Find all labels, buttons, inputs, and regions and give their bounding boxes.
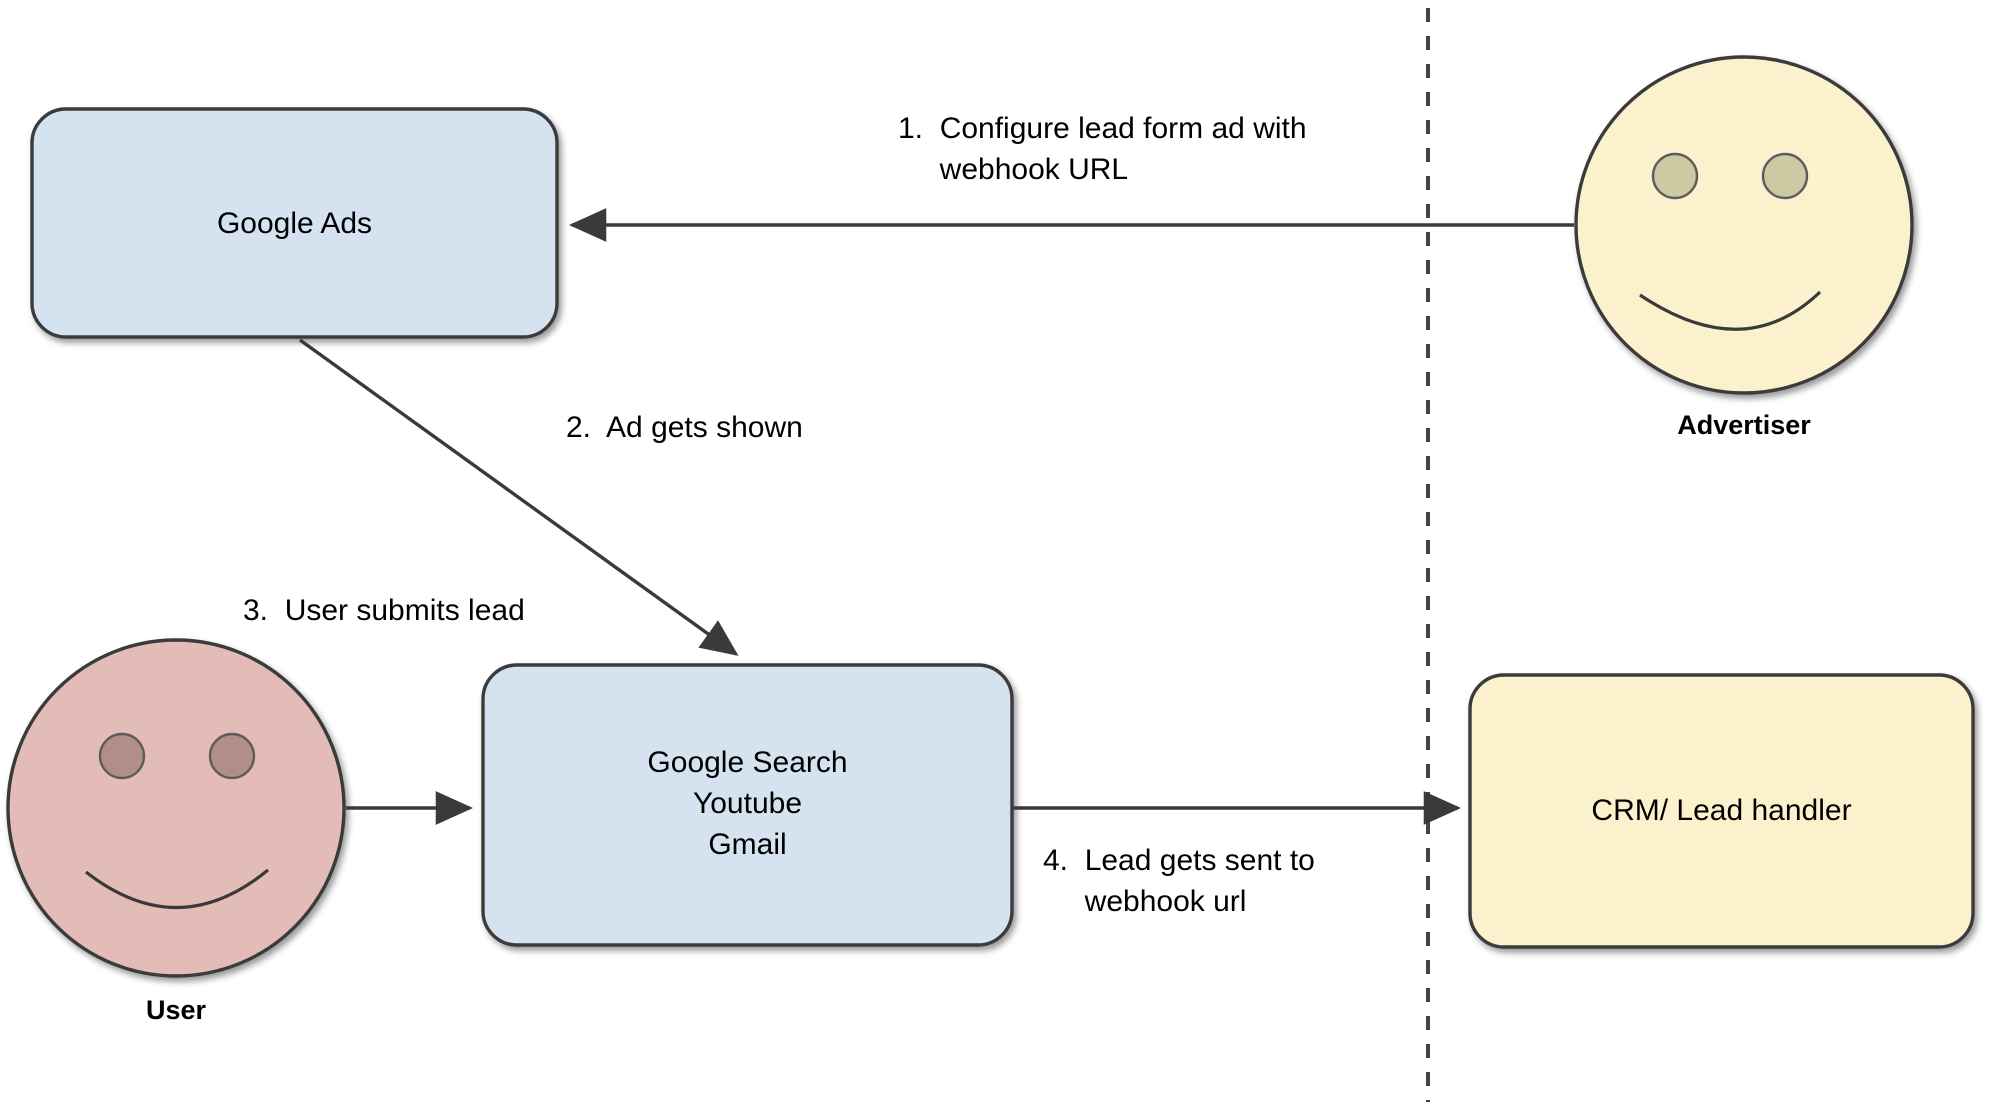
edge-step-3-label: 3. User submits lead [243,594,525,627]
advertiser-eye-right-icon [1761,152,1809,200]
advertiser-smile-icon [1639,290,1822,331]
advertiser-eye-left-icon [1651,152,1699,200]
node-google-properties[interactable] [481,663,1014,947]
edge-step-1-label: 1. Configure lead form ad with webhook U… [898,112,1307,186]
edge-step-4-label: 4. Lead gets sent to webhook url [1043,844,1315,918]
user-eye-left-icon [98,732,146,780]
node-advertiser-label: Advertiser [1677,410,1811,440]
node-user-label: User [145,995,207,1025]
user-eye-right-icon [208,732,256,780]
node-crm[interactable] [1468,673,1975,949]
node-advertiser[interactable] [1574,55,1914,395]
advertiser-face-icon [1574,55,1914,395]
node-user[interactable] [6,638,346,978]
user-face-icon [6,638,346,978]
edge-step-2-label: 2. Ad gets shown [566,411,803,444]
node-google-ads[interactable] [30,107,559,339]
user-smile-icon [85,868,270,910]
edge-step-2[interactable] [299,338,739,656]
